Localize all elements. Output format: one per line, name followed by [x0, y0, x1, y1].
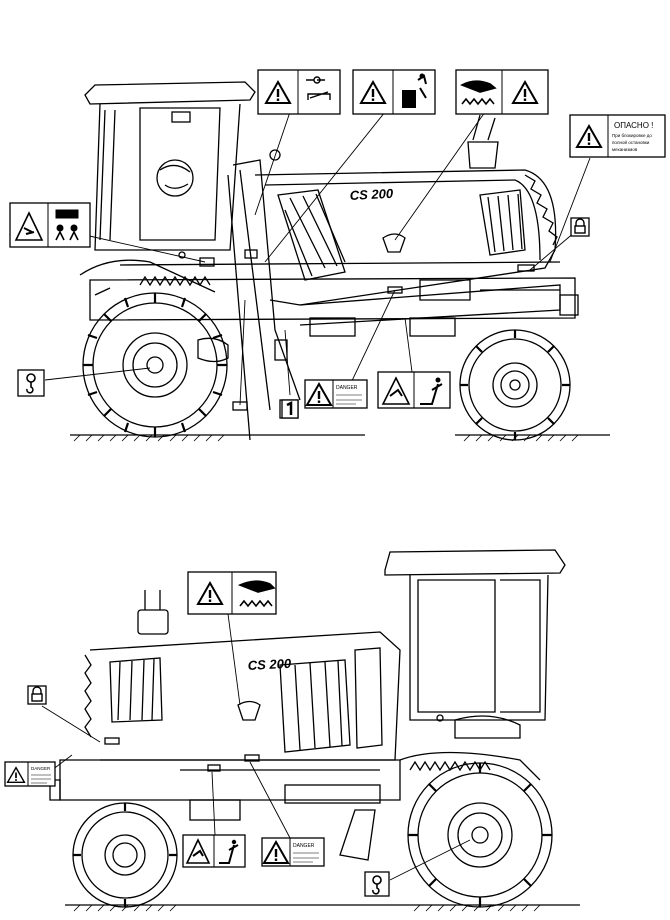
decal-danger-text: ОПАСНО ! При блокировке до полной остано… [569, 114, 666, 158]
decal-lock-top [570, 217, 590, 237]
leader-lines-top [44, 111, 591, 406]
fall-hazard-icon [402, 73, 427, 108]
danger-line-2: полной остановки [612, 139, 650, 145]
model-label-bottom: CS 200 [247, 656, 292, 673]
machine-left-view [70, 81, 610, 442]
read-manual-icon [306, 76, 331, 100]
decal-danger-small-top: DANGER [304, 379, 368, 409]
decal-warning-hand-bottom [187, 571, 277, 615]
danger-header: ОПАСНО ! [614, 121, 653, 130]
decal-hook-top [17, 369, 45, 397]
decal-danger-small-left: DANGER [4, 761, 56, 787]
decal-danger-small-bottom: DANGER [261, 837, 325, 867]
decal-number-one [281, 399, 299, 419]
decal-hook-bottom [364, 871, 390, 897]
decal-warning-fall [352, 69, 436, 115]
crush-hazard-icon [14, 211, 44, 241]
hot-surface-icon [237, 580, 276, 608]
danger-small-bottom-header: DANGER [293, 843, 315, 849]
decal-lock-bottom [27, 685, 47, 705]
padlock-icon [574, 218, 586, 234]
machine-right-view [49, 549, 580, 912]
hand-entanglement-icon [460, 80, 497, 106]
model-label: CS 200 [349, 186, 394, 203]
danger-small-left-header: DANGER [31, 766, 51, 771]
decal-crush-fall-top [377, 371, 451, 409]
danger-line-1: При блокировке до [612, 133, 652, 138]
danger-line-3: механизмов [612, 147, 638, 152]
decal-crush-fall-bottom [182, 834, 246, 868]
decal-warning-manual [257, 69, 341, 115]
danger-small-top-header: DANGER [336, 385, 358, 391]
decal-crush-hazard [9, 202, 91, 248]
leader-lines-bottom [41, 613, 471, 881]
lifting-hook-icon [26, 373, 36, 394]
decal-hand-warning [455, 69, 549, 115]
